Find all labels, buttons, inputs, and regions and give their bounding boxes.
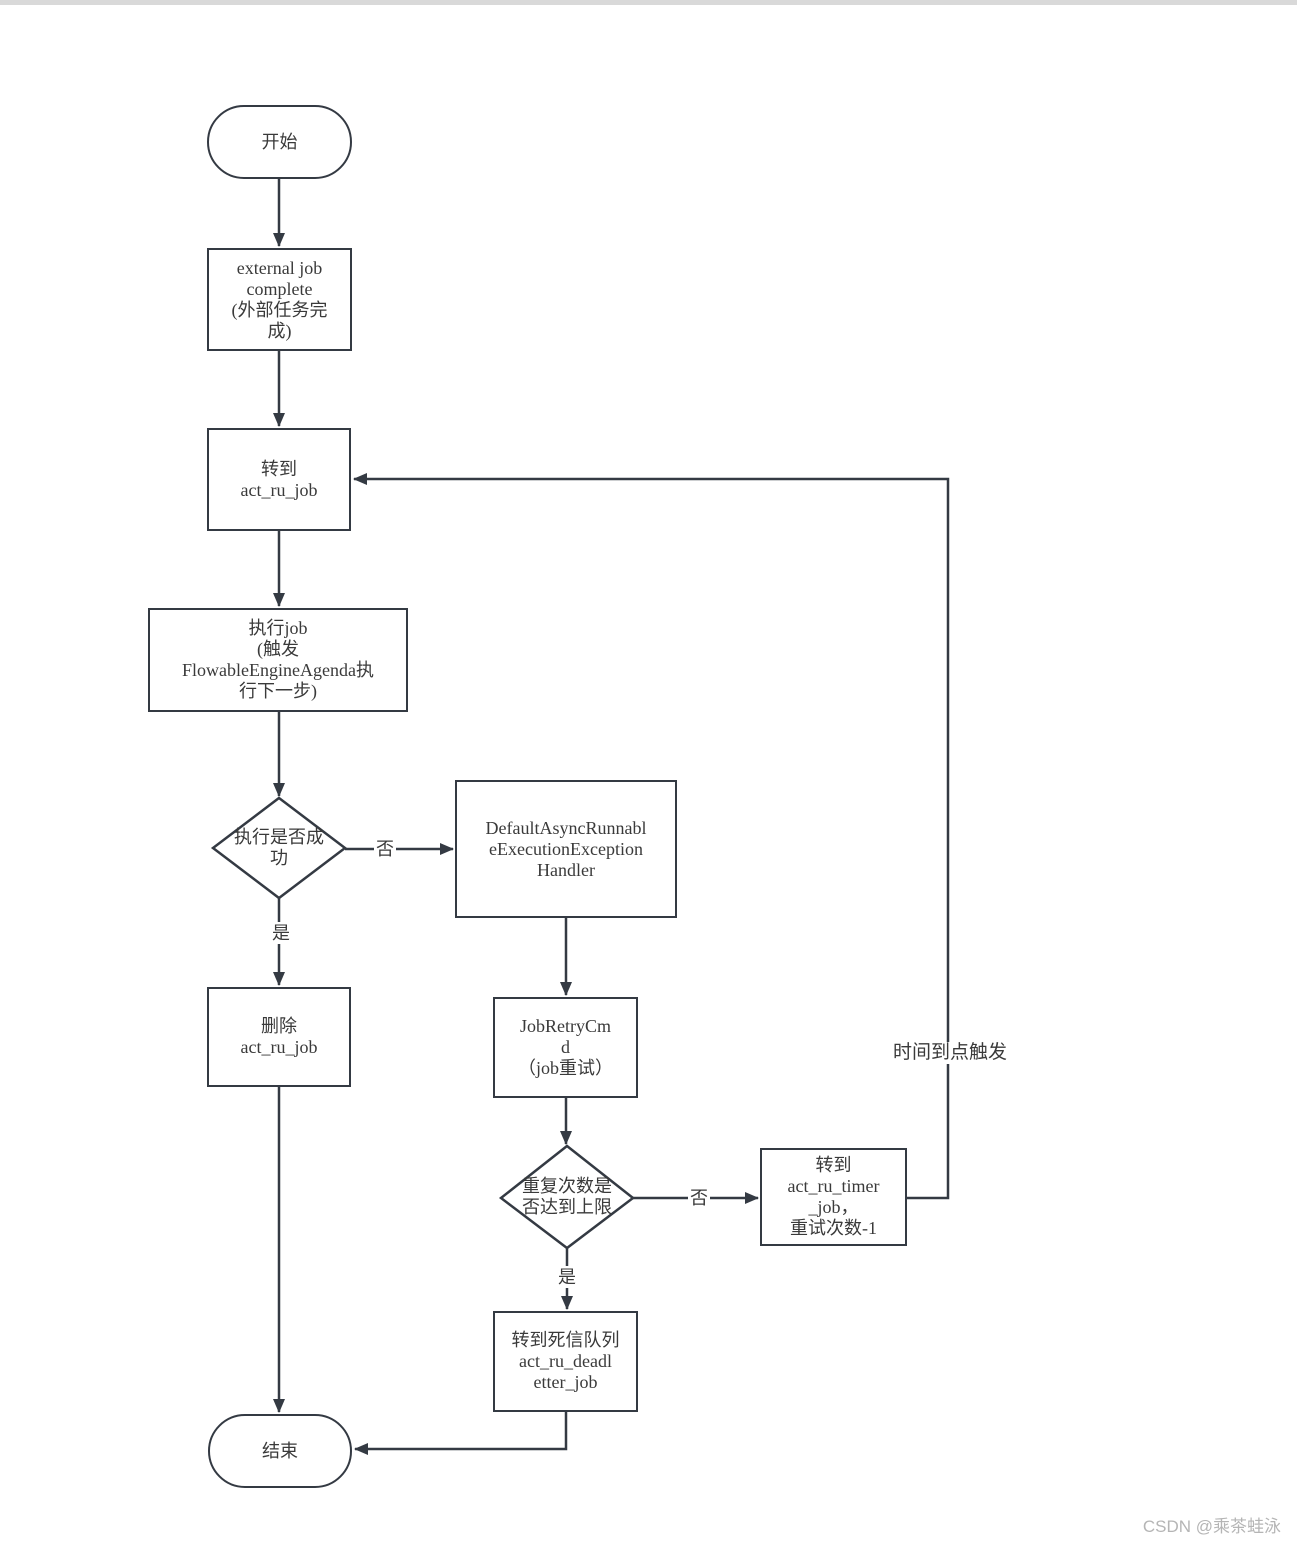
edge-label-timer-trigger: 时间到点触发 [890,1042,1010,1064]
node-end: 结束 [208,1414,352,1488]
decision1-label: 执行是否成 功 [234,827,324,868]
node-external-job-complete: external job complete (外部任务完 成) [207,248,352,351]
edge-deadletter-to-end [354,1412,568,1455]
node-dead-letter-queue: 转到死信队列 act_ru_deadl etter_job [493,1311,638,1412]
edge-label-yes-1: 是 [270,922,292,944]
node-job-retry-cmd: JobRetryCm d （job重试） [493,997,638,1098]
node-goto-act-ru-job: 转到 act_ru_job [207,428,351,531]
edge-label-yes-2: 是 [556,1266,578,1288]
decision2-label: 重复次数是 否达到上限 [522,1176,612,1217]
node-execute-job: 执行job (触发 FlowableEngineAgenda执 行下一步) [148,608,408,712]
page-top-border [0,0,1297,5]
csdn-watermark: CSDN @乘茶蛙泳 [1142,1517,1281,1536]
node-delete-act-ru-job: 删除 act_ru_job [207,987,351,1087]
edge-label-no-1: 否 [374,838,396,860]
edge-label-no-2: 否 [688,1187,710,1209]
node-goto-act-ru-timer-job: 转到 act_ru_timer _job， 重试次数-1 [760,1148,907,1246]
node-exception-handler: DefaultAsyncRunnabl eExecutionException … [455,780,677,918]
node-start: 开始 [207,105,352,179]
